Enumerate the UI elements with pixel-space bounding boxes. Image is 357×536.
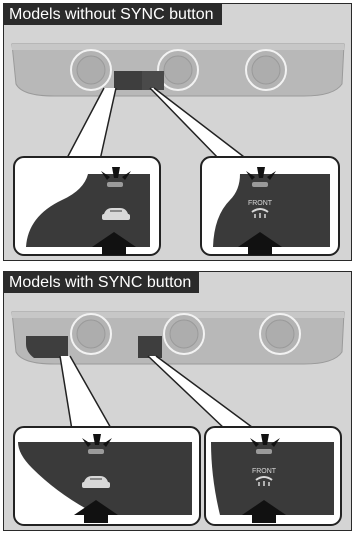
knob-center — [163, 313, 205, 355]
knob-right — [259, 313, 301, 355]
panel-title: Models with SYNC button — [4, 272, 200, 293]
knob-center — [157, 49, 199, 91]
rear-defrost-button-highlight — [114, 71, 142, 90]
front-label: FRONT — [248, 200, 273, 207]
callout-rear-defrost — [13, 156, 161, 256]
rear-defrost-button-highlight — [26, 336, 68, 358]
panel-without-sync: Models without SYNC button — [3, 3, 352, 261]
press-arrow — [242, 500, 286, 515]
knob-right — [245, 49, 287, 91]
panel-title: Models without SYNC button — [4, 4, 222, 25]
callout-front-defrost: FRONT — [204, 426, 342, 526]
knob-left — [70, 313, 112, 355]
callout-rear-defrost — [13, 426, 201, 526]
indicator-light-rays — [250, 434, 280, 447]
press-arrow — [92, 232, 136, 247]
front-defrost-button-highlight — [138, 336, 162, 358]
press-arrow — [238, 232, 282, 247]
knob-left — [70, 49, 112, 91]
callout-front-defrost: FRONT — [200, 156, 340, 256]
climate-control-illustration: FRONT — [11, 43, 345, 256]
front-defrost-icon: FRONT — [252, 468, 277, 486]
climate-control-illustration: FRONT — [11, 311, 345, 526]
press-arrow — [74, 500, 118, 515]
indicator-light-rays — [246, 167, 276, 180]
front-defrost-button-highlight — [142, 71, 164, 90]
rear-defrost-icon — [82, 476, 110, 488]
panel-with-sync: Models with SYNC button — [3, 271, 352, 531]
rear-defrost-icon — [102, 208, 130, 220]
front-defrost-icon: FRONT — [248, 200, 273, 218]
indicator-light-rays — [82, 434, 112, 447]
front-label: FRONT — [252, 468, 277, 475]
indicator-light-rays — [101, 167, 131, 180]
